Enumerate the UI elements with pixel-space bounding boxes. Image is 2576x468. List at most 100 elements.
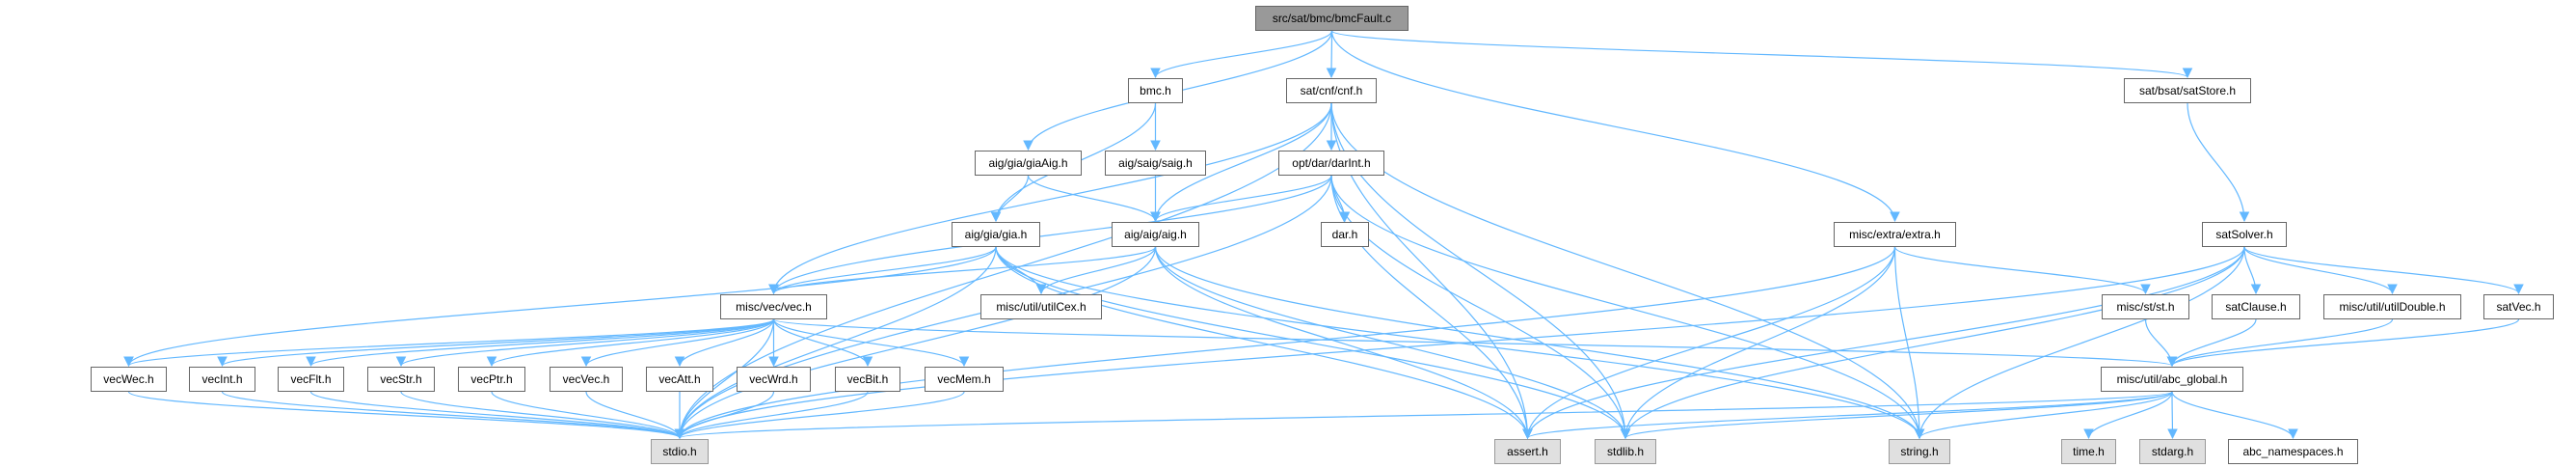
edge-aig-to-stdlib xyxy=(1154,246,1631,440)
edge-vecStr-to-stdio xyxy=(400,391,685,440)
node-util-double[interactable]: misc/util/utilDouble.h xyxy=(2323,294,2461,319)
edge-vec-to-vecVec xyxy=(580,318,775,368)
edge-abcGlobal-to-string xyxy=(1914,391,2173,440)
edge-vec-to-vecBit xyxy=(772,318,873,368)
edge-vec-to-vecInt xyxy=(217,318,775,368)
node-stdio[interactable]: stdio.h xyxy=(651,439,709,464)
edge-cnf-to-vec xyxy=(768,102,1332,295)
edge-vecPtr-to-stdio xyxy=(491,391,685,440)
edge-gia-to-stdio xyxy=(674,246,997,440)
node-vec-ptr[interactable]: vecPtr.h xyxy=(458,367,525,392)
edge-root-to-satStore xyxy=(1330,30,2192,79)
edge-giaAig-to-aig xyxy=(1027,175,1161,223)
edge-st-to-abcGlobal xyxy=(2144,318,2178,368)
edge-extra-to-st xyxy=(1893,246,2151,295)
node-gia-aig[interactable]: aig/gia/giaAig.h xyxy=(975,151,1082,176)
edge-root-to-cnf xyxy=(1326,30,1337,79)
node-vec[interactable]: misc/vec/vec.h xyxy=(720,294,827,319)
edge-satSolver-to-satVec xyxy=(2243,246,2524,295)
edge-vec-to-abcGlobal xyxy=(772,318,2177,368)
node-dar-int[interactable]: opt/dar/darInt.h xyxy=(1278,151,1384,176)
node-cnf[interactable]: sat/cnf/cnf.h xyxy=(1286,78,1377,103)
edge-vec-to-vecWec xyxy=(123,318,775,368)
node-sat-clause[interactable]: satClause.h xyxy=(2212,294,2300,319)
edge-vec-to-vecAtt xyxy=(674,318,775,368)
edge-vec-to-vecStr xyxy=(395,318,775,368)
edge-aig-to-vec xyxy=(768,246,1157,295)
node-sat-vec[interactable]: satVec.h xyxy=(2483,294,2554,319)
node-string[interactable]: string.h xyxy=(1889,439,1950,464)
edge-vecMem-to-stdio xyxy=(674,391,965,440)
node-dar[interactable]: dar.h xyxy=(1321,222,1369,247)
edge-root-to-extra xyxy=(1330,30,1900,223)
node-util-cex[interactable]: misc/util/utilCex.h xyxy=(980,294,1102,319)
edge-satStore-to-satSolver xyxy=(2187,102,2250,223)
edge-vec-to-vecPtr xyxy=(486,318,775,368)
edge-abcGlobal-to-stdio xyxy=(675,391,2173,440)
node-st[interactable]: misc/st/st.h xyxy=(2102,294,2189,319)
edge-vecInt-to-stdio xyxy=(221,391,685,440)
edge-gia-to-vecWec xyxy=(123,246,997,368)
edge-aig-to-utilCex xyxy=(1035,246,1157,295)
edge-extra-to-string xyxy=(1893,246,1925,440)
edge-satSolver-to-assert xyxy=(1522,246,2245,440)
node-vec-wrd[interactable]: vecWrd.h xyxy=(737,367,811,392)
node-vec-att[interactable]: vecAtt.h xyxy=(646,367,713,392)
edge-satSolver-to-stdlib xyxy=(1620,246,2245,440)
edge-extra-to-assert xyxy=(1522,246,1896,440)
node-vec-int[interactable]: vecInt.h xyxy=(189,367,255,392)
node-abc-global[interactable]: misc/util/abc_global.h xyxy=(2101,367,2243,392)
node-assert[interactable]: assert.h xyxy=(1494,439,1561,464)
node-bmc[interactable]: bmc.h xyxy=(1128,78,1183,103)
edge-darInt-to-assert xyxy=(1330,175,1533,440)
edge-abcGlobal-to-stdlib xyxy=(1620,391,2173,440)
edge-cnf-to-string xyxy=(1330,102,1925,440)
edge-darInt-to-vec xyxy=(768,175,1332,295)
edge-darInt-to-dar xyxy=(1330,175,1351,223)
edge-darInt-to-string xyxy=(1330,175,1925,440)
edge-darInt-to-stdlib xyxy=(1330,175,1631,440)
node-vec-flt[interactable]: vecFlt.h xyxy=(278,367,344,392)
node-sat-store[interactable]: sat/bsat/satStore.h xyxy=(2124,78,2251,103)
edge-satSolver-to-utilDouble xyxy=(2243,246,2398,295)
node-root[interactable]: src/sat/bmc/bmcFault.c xyxy=(1255,6,1409,31)
node-stdlib[interactable]: stdlib.h xyxy=(1595,439,1656,464)
node-vec-vec[interactable]: vecVec.h xyxy=(550,367,623,392)
edge-vecWec-to-stdio xyxy=(127,391,685,440)
edge-abcGlobal-to-assert xyxy=(1522,391,2173,440)
node-aig[interactable]: aig/aig/aig.h xyxy=(1112,222,1199,247)
edge-vecBit-to-stdio xyxy=(674,391,869,440)
node-extra[interactable]: misc/extra/extra.h xyxy=(1834,222,1956,247)
node-vec-bit[interactable]: vecBit.h xyxy=(835,367,900,392)
edge-darInt-to-aig xyxy=(1150,175,1332,223)
edge-abcGlobal-to-stdarg xyxy=(2167,391,2178,440)
edge-satSolver-to-satClause xyxy=(2243,246,2262,295)
edge-vecFlt-to-stdio xyxy=(309,391,685,440)
node-sat-solver[interactable]: satSolver.h xyxy=(2202,222,2287,247)
node-vec-mem[interactable]: vecMem.h xyxy=(925,367,1004,392)
node-time[interactable]: time.h xyxy=(2061,439,2116,464)
edge-aig-to-string xyxy=(1154,246,1925,440)
edge-gia-to-stdlib xyxy=(995,246,1631,440)
edge-abcGlobal-to-time xyxy=(2083,391,2173,440)
edge-extra-to-stdlib xyxy=(1620,246,1896,440)
edge-aig-to-assert xyxy=(1154,246,1533,440)
edge-gia-to-assert xyxy=(995,246,1533,440)
edge-satVec-to-abcGlobal xyxy=(2166,318,2520,368)
edge-giaAig-to-gia xyxy=(990,175,1030,223)
edge-cnf-to-aig xyxy=(1150,102,1332,223)
node-abc-namespaces[interactable]: abc_namespaces.h xyxy=(2228,439,2358,464)
node-stdarg[interactable]: stdarg.h xyxy=(2139,439,2206,464)
node-saig[interactable]: aig/saig/saig.h xyxy=(1105,151,1206,176)
edge-abcGlobal-to-abcNamespaces xyxy=(2171,391,2298,440)
edge-utilDouble-to-abcGlobal xyxy=(2166,318,2394,368)
edge-satSolver-to-string xyxy=(1914,246,2245,440)
node-vec-str[interactable]: vecStr.h xyxy=(367,367,435,392)
node-gia[interactable]: aig/gia/gia.h xyxy=(952,222,1040,247)
edge-gia-to-utilCex xyxy=(995,246,1047,295)
edge-aig-to-stdio xyxy=(674,246,1157,440)
node-vec-wec[interactable]: vecWec.h xyxy=(91,367,167,392)
edge-vec-to-vecMem xyxy=(772,318,970,368)
edge-root-to-bmc xyxy=(1150,30,1333,79)
